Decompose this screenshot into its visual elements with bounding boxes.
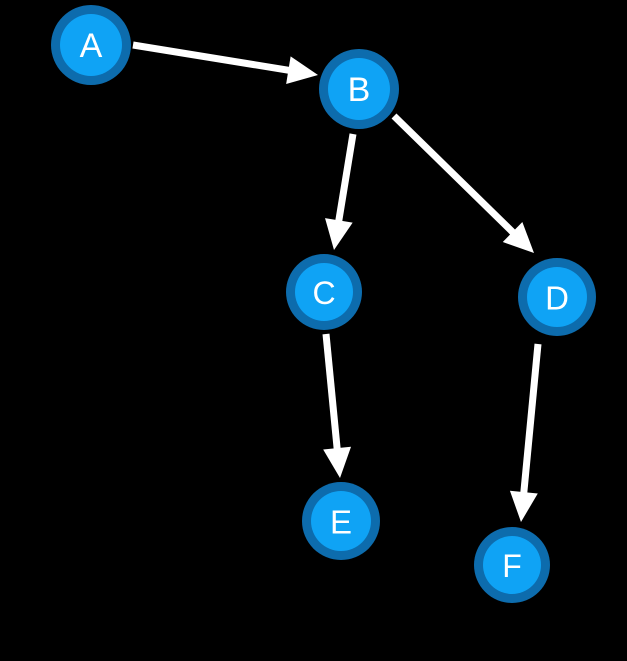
node-fill-B	[328, 58, 390, 120]
node-fill-C	[295, 263, 353, 321]
graph-node-F[interactable]: F	[474, 527, 550, 603]
node-label-F: F	[502, 548, 522, 584]
node-label-C: C	[312, 275, 335, 311]
graph-edge-A-B	[132, 41, 318, 85]
arrowhead-B-D	[502, 222, 534, 253]
graph-node-E[interactable]: E	[302, 482, 380, 560]
node-fill-F	[483, 536, 541, 594]
node-fill-E	[311, 491, 371, 551]
arrowhead-C-E	[323, 446, 352, 478]
arrowhead-D-F	[509, 490, 538, 522]
node-label-A: A	[80, 27, 103, 65]
graph-edge-C-E	[322, 333, 352, 478]
arrowhead-A-B	[286, 56, 318, 85]
node-label-D: D	[545, 280, 569, 317]
arrowhead-B-C	[325, 218, 353, 250]
graph-node-D[interactable]: D	[518, 258, 596, 336]
graph-edge-D-F	[509, 343, 542, 522]
edges-layer	[132, 41, 542, 522]
graph-edge-B-C	[325, 133, 357, 250]
node-label-E: E	[330, 504, 352, 541]
graph-node-C[interactable]: C	[286, 254, 362, 330]
graph-node-B[interactable]: B	[319, 49, 399, 129]
graph-node-A[interactable]: A	[51, 5, 131, 85]
node-fill-D	[527, 267, 587, 327]
graph-edge-B-D	[391, 113, 534, 253]
nodes-layer: A B C D E F	[51, 5, 596, 603]
node-label-B: B	[348, 71, 371, 109]
node-fill-A	[60, 14, 122, 76]
